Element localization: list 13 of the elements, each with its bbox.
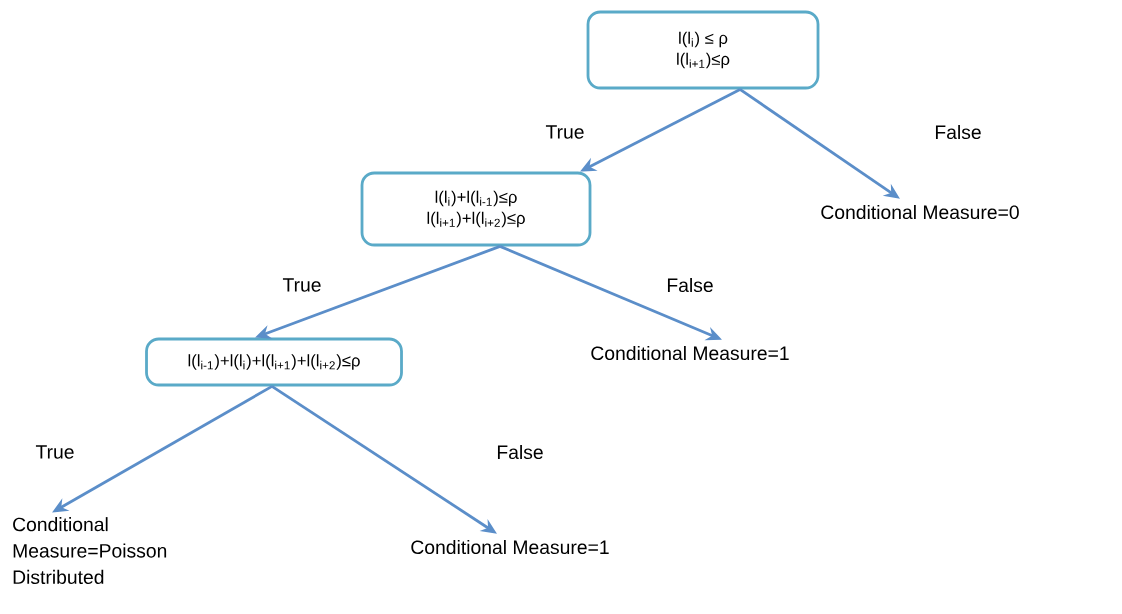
outcome-text: Conditional Measure=Poisson Distributed [13,517,167,584]
edge-label: True [282,278,321,292]
edge-label: False [668,277,713,293]
edge-label: False [497,444,543,460]
outcome-text: Conditional Measure=1 [411,539,609,555]
condition-box: l(l$_{i}$)+l(l$_{i-1}$)≤ρ l(l$_{i+1}$)+l(l$_{i+2}$)≤ρ [360,171,592,247]
edge-label: True [35,445,74,459]
outcome-text: Conditional Measure=1 [591,345,789,361]
condition-box: l(l$_{i}$) ≤ ρ l(l$_{i+1}$)≤ρ [586,10,820,90]
outcome-text: Conditional Measure=0 [821,204,1019,220]
edge-label: False [936,124,981,140]
condition-box: l(l$_{i-1}$)+l(l$_{i}$)+l(l$_{i+1}$)+l(l$_{i+2}$)≤ρ [145,337,403,387]
edge-label: True [545,125,584,139]
